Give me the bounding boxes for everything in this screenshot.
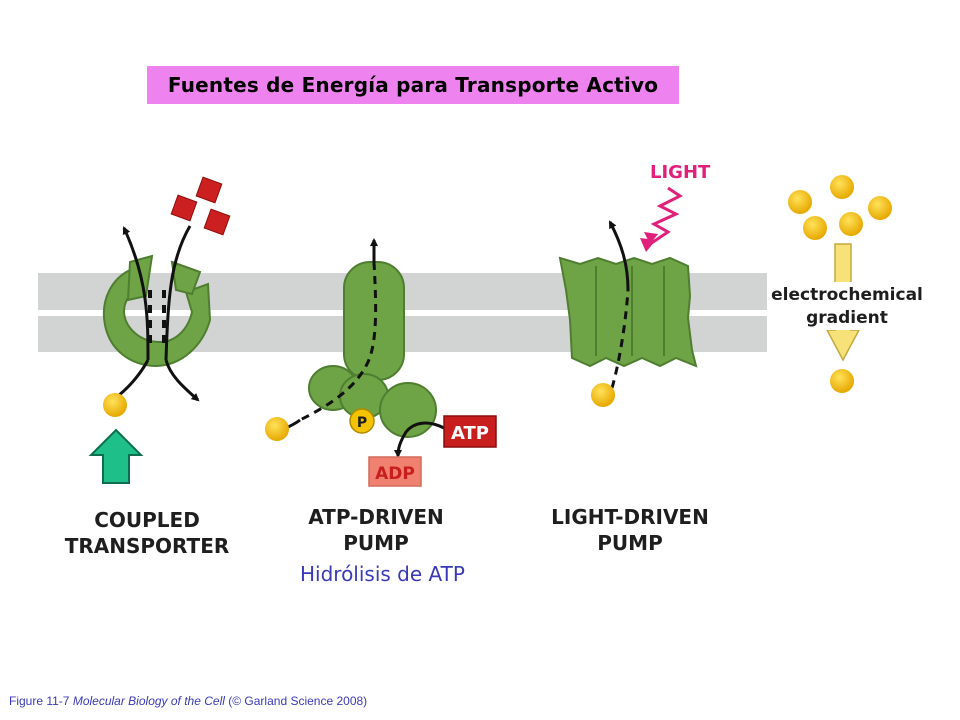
coupled-transporter-right-arm — [170, 260, 202, 296]
caption-figure-number: Figure 11-7 — [9, 694, 70, 708]
light-pump-dashed-path — [610, 289, 630, 389]
phosphate-circle — [349, 408, 375, 434]
electrochemical-gradient: electrochemical gradient — [768, 175, 928, 393]
coupled-transporter — [88, 176, 231, 484]
light-driven-pump: LIGHT — [558, 162, 711, 407]
solute-ball — [839, 212, 863, 236]
coupled-left-arrow — [122, 226, 150, 361]
coupled-transporter-label-line2: TRANSPORTER — [65, 534, 230, 558]
red-cube — [195, 176, 223, 204]
atp-box — [443, 415, 497, 448]
light-pump-arrow — [608, 220, 630, 291]
atp-label: ATP — [451, 423, 489, 444]
light-label: LIGHT — [650, 162, 711, 183]
solute-ball — [103, 393, 127, 417]
coupled-left-lower-arrow — [117, 359, 150, 398]
red-cube-cluster — [170, 176, 231, 236]
atp-to-adp-arrow — [394, 421, 445, 458]
red-cube — [170, 194, 198, 222]
energy-up-arrow — [88, 428, 144, 484]
page-title: Fuentes de Energía para Transporte Activ… — [167, 73, 659, 97]
figure-caption: Figure 11-7 Molecular Biology of the Cel… — [9, 694, 367, 708]
title-box: Fuentes de Energía para Transporte Activ… — [147, 66, 679, 104]
atp-pump-dashed-path — [299, 261, 378, 422]
light-zigzag-icon — [649, 186, 683, 246]
atp-hydrolysis-subtitle: Hidrólisis de ATP — [300, 562, 465, 586]
solute-ball — [830, 175, 854, 199]
atp-pump-label-line1: ATP-DRIVEN — [308, 505, 444, 529]
light-arrowhead-tip — [640, 238, 656, 252]
light-pump-label-line2: PUMP — [597, 531, 662, 555]
solute-ball — [265, 417, 289, 441]
adp-box — [368, 456, 422, 487]
gradient-label-line1: electrochemical — [771, 285, 923, 305]
atp-driven-pump: P ATP ADP — [265, 238, 497, 487]
solute-ball — [803, 216, 827, 240]
red-cube — [203, 208, 231, 236]
caption-publisher: (© Garland Science 2008) — [228, 694, 368, 708]
solute-ball — [591, 383, 615, 407]
phosphate-label: P — [357, 415, 367, 431]
light-arrowhead-icon — [644, 232, 658, 244]
coupled-right-arrow — [164, 359, 200, 402]
solute-ball — [830, 369, 854, 393]
atp-pump-label-line2: PUMP — [343, 531, 408, 555]
caption-book-title: Molecular Biology of the Cell — [72, 694, 225, 708]
coupled-right-upper-path — [164, 225, 192, 361]
gradient-label-bg — [768, 282, 928, 330]
coupled-transporter-label-line1: COUPLED — [94, 508, 200, 532]
light-pump-label-line1: LIGHT-DRIVEN — [551, 505, 709, 529]
gradient-label-line2: gradient — [806, 308, 888, 328]
adp-label: ADP — [375, 464, 415, 484]
solute-ball — [788, 190, 812, 214]
solute-ball — [868, 196, 892, 220]
